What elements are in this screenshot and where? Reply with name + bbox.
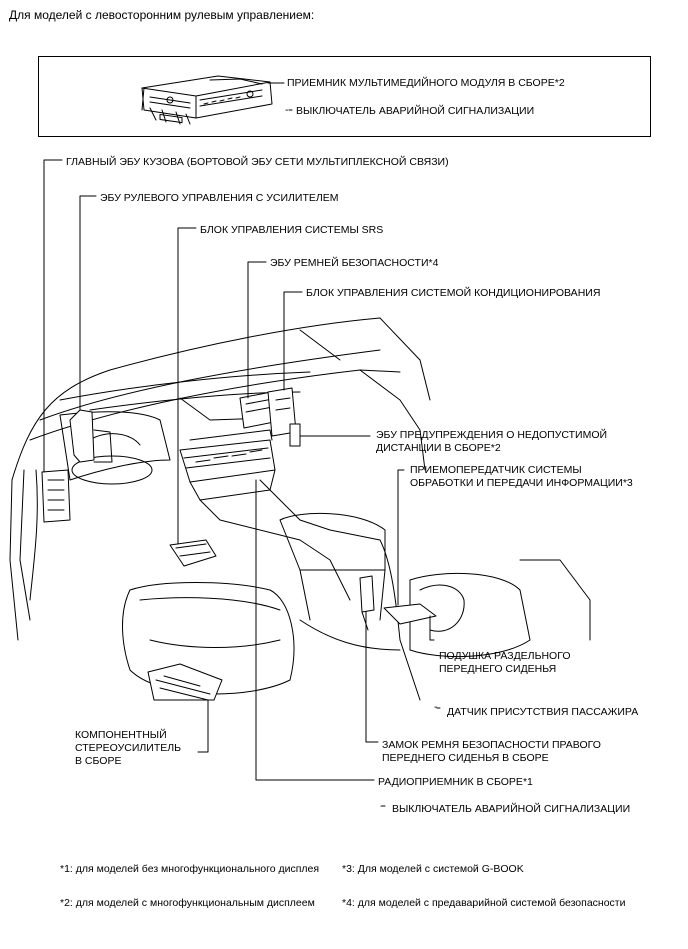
footnote-4: *4: для моделей с предаварийной системой… [342,897,626,909]
label-main-body-ecu: ГЛАВНЫЙ ЭБУ КУЗОВА (БОРТОВОЙ ЭБУ СЕТИ МУ… [66,156,449,168]
label-hazard-switch: ВЫКЛЮЧАТЕЛЬ АВАРИЙНОЙ СИГНАЛИЗАЦИИ [392,803,631,815]
label-seatbelt-ecu: ЭБУ РЕМНЕЙ БЕЗОПАСНОСТИ*4 [270,257,439,269]
label-radio-receiver: РАДИОПРИЕМНИК В СБОРЕ*1 [378,776,533,788]
label-multimedia-receiver: ПРИЕМНИК МУЛЬТИМЕДИЙНОГО МОДУЛЯ В СБОРЕ*… [287,77,565,89]
label-dash: - [434,701,438,713]
label-inset-hazard-switch: ВЫКЛЮЧАТЕЛЬ АВАРИЙНОЙ СИГНАЛИЗАЦИИ [296,105,535,117]
footnote-1: *1: для моделей без многофункционального… [60,863,320,875]
footnote-3: *3: Для моделей с системой G-BOOK [342,863,524,875]
label-distance-warning-ecu: ЭБУ ПРЕДУПРЕЖДЕНИЯ О НЕДОПУСТИМОЙ ДИСТАН… [376,429,608,454]
inset-box [38,56,651,137]
label-dash: - [380,800,384,812]
label-seatbelt-buckle: ЗАМОК РЕМНЯ БЕЗОПАСНОСТИ ПРАВОГО ПЕРЕДНЕ… [382,739,601,764]
label-occupant-sensor: ДАТЧИК ПРИСУТСТВИЯ ПАССАЖИРА [447,706,639,718]
label-info-transceiver: ПРИЕМОПЕРЕДАТЧИК СИСТЕМЫ ОБРАБОТКИ И ПЕР… [410,464,633,489]
label-seat-cushion: ПОДУШКА РАЗДЕЛЬНОГО ПЕРЕДНЕГО СИДЕНЬЯ [439,650,571,675]
inset-receiver-unit [141,75,273,125]
label-dash: - [285,104,289,116]
footnote-2: *2: для моделей с многофункциональным ди… [60,897,315,909]
page-heading: Для моделей с левосторонним рулевым упра… [9,8,315,22]
label-power-steering-ecu: ЭБУ РУЛЕВОГО УПРАВЛЕНИЯ С УСИЛИТЕЛЕМ [100,192,339,204]
label-stereo-amplifier: КОМПОНЕНТНЫЙ СТЕРЕОУСИЛИТЕЛЬ В СБОРЕ [75,729,182,767]
label-srs-control-unit: БЛОК УПРАВЛЕНИЯ СИСТЕМЫ SRS [200,224,384,236]
label-ac-control-unit: БЛОК УПРАВЛЕНИЯ СИСТЕМОЙ КОНДИЦИОНИРОВАН… [306,287,601,299]
